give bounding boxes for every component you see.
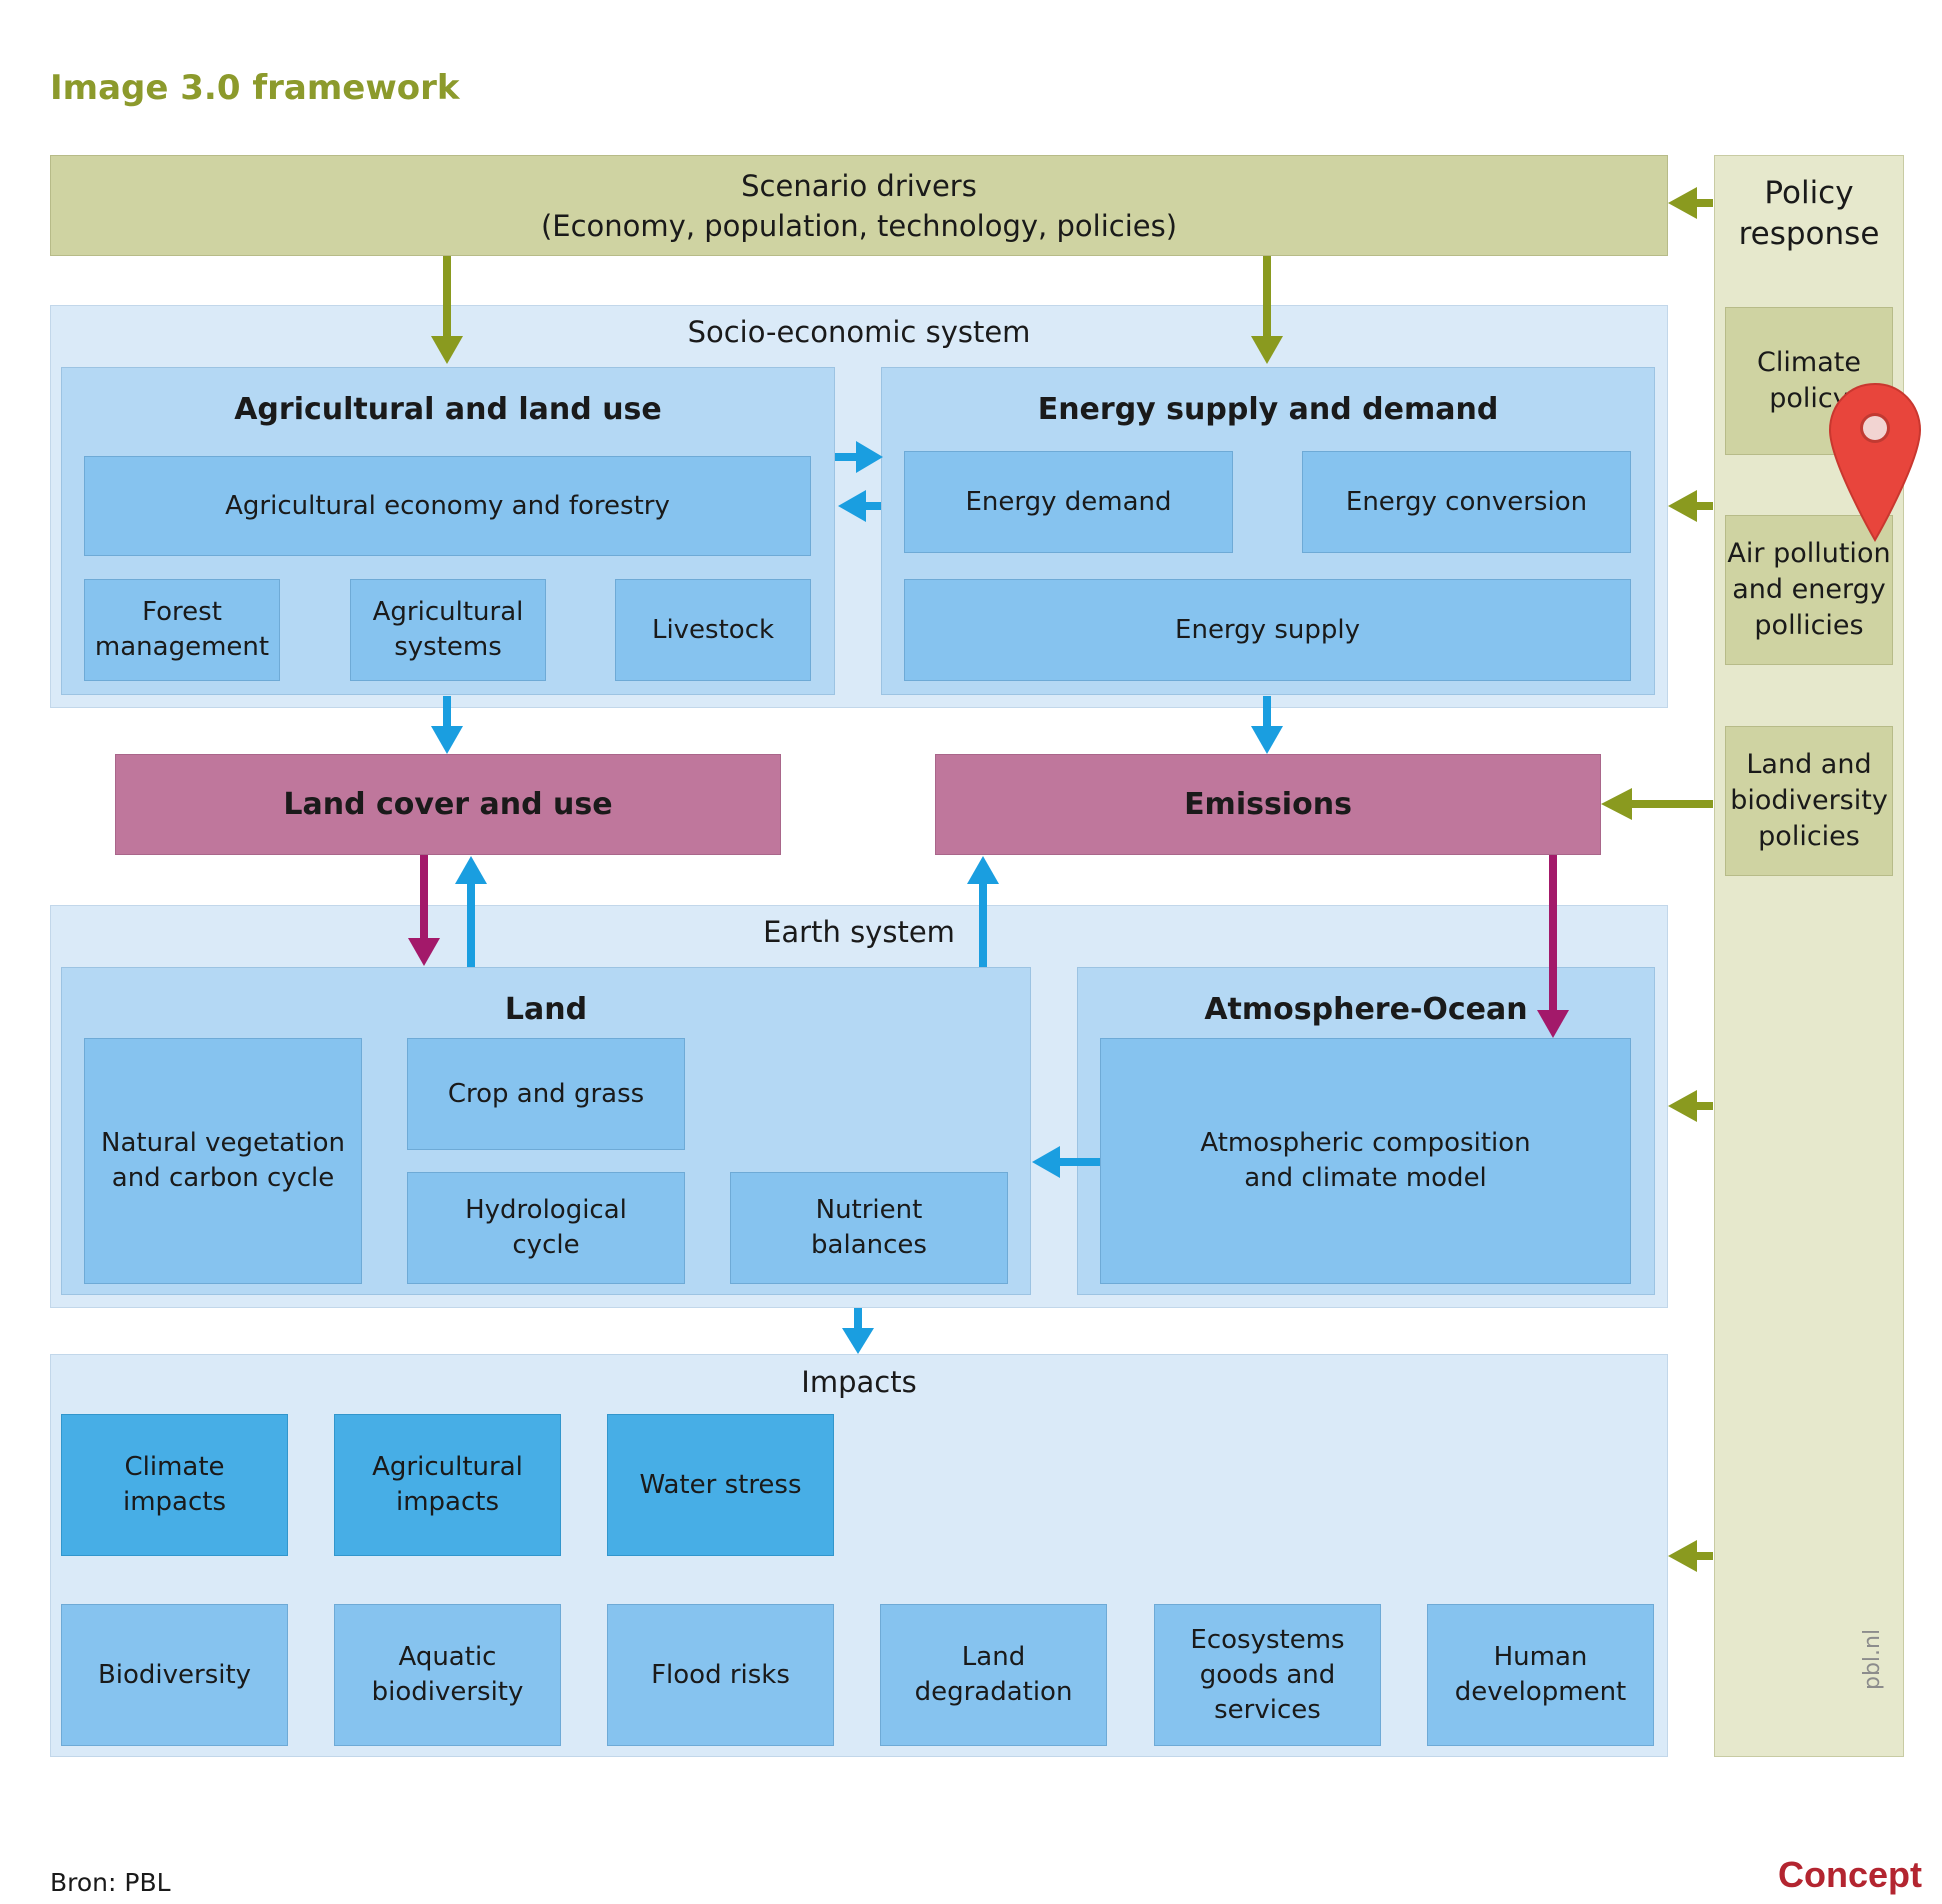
ecosystems-goods-services-box: Ecosystems goods and services: [1154, 1604, 1381, 1746]
hydrological-cycle-box: Hydrological cycle: [407, 1172, 685, 1284]
land-cover-use-box: Land cover and use: [115, 754, 781, 855]
energy-supply-box: Energy supply: [904, 579, 1631, 681]
energy-supply-demand-title: Energy supply and demand: [1037, 391, 1499, 427]
earth-system-label: Earth system: [763, 915, 955, 949]
policy-response-heading: Policy response: [1738, 175, 1880, 252]
energy-conversion-box: Energy conversion: [1302, 451, 1631, 553]
source-label: Bron: PBL: [50, 1868, 171, 1897]
natural-vegetation-carbon-cycle-box: Natural vegetation and carbon cycle: [84, 1038, 362, 1284]
pbl-watermark: pbl.nl: [1860, 1628, 1885, 1690]
figure-title: Image 3.0 framework: [50, 68, 460, 108]
forest-management-box: Forest management: [84, 579, 280, 681]
air-pollution-energy-policies-box: Air pollution and energy pollicies: [1725, 515, 1893, 665]
energy-demand-box: Energy demand: [904, 451, 1233, 553]
atmospheric-composition-climate-model-box: Atmospheric composition and climate mode…: [1100, 1038, 1631, 1284]
land-biodiversity-policies-box: Land and biodiversity policies: [1725, 726, 1893, 876]
scenario-drivers-box: Scenario drivers (Economy, population, t…: [50, 155, 1668, 256]
climate-impacts-box: Climate impacts: [61, 1414, 288, 1556]
emissions-box: Emissions: [935, 754, 1601, 855]
livestock-box: Livestock: [615, 579, 811, 681]
impacts-panel: [50, 1354, 1668, 1757]
atmosphere-ocean-title: Atmosphere-Ocean: [1204, 991, 1528, 1027]
agricultural-land-use-title: Agricultural and land use: [234, 391, 662, 427]
socio-economic-system-label: Socio-economic system: [687, 315, 1031, 349]
land-title: Land: [504, 991, 588, 1027]
agricultural-impacts-box: Agricultural impacts: [334, 1414, 561, 1556]
aquatic-biodiversity-box: Aquatic biodiversity: [334, 1604, 561, 1746]
water-stress-box: Water stress: [607, 1414, 834, 1556]
impacts-label: Impacts: [801, 1365, 917, 1399]
nutrient-balances-box: Nutrient balances: [730, 1172, 1008, 1284]
crop-and-grass-box: Crop and grass: [407, 1038, 685, 1150]
agricultural-economy-forestry-box: Agricultural economy and forestry: [84, 456, 811, 556]
human-development-box: Human development: [1427, 1604, 1654, 1746]
biodiversity-box: Biodiversity: [61, 1604, 288, 1746]
flood-risks-box: Flood risks: [607, 1604, 834, 1746]
agricultural-systems-box: Agricultural systems: [350, 579, 546, 681]
concept-stamp: Concept: [1778, 1854, 1922, 1895]
climate-policy-box: Climate policy: [1725, 307, 1893, 455]
land-degradation-box: Land degradation: [880, 1604, 1107, 1746]
